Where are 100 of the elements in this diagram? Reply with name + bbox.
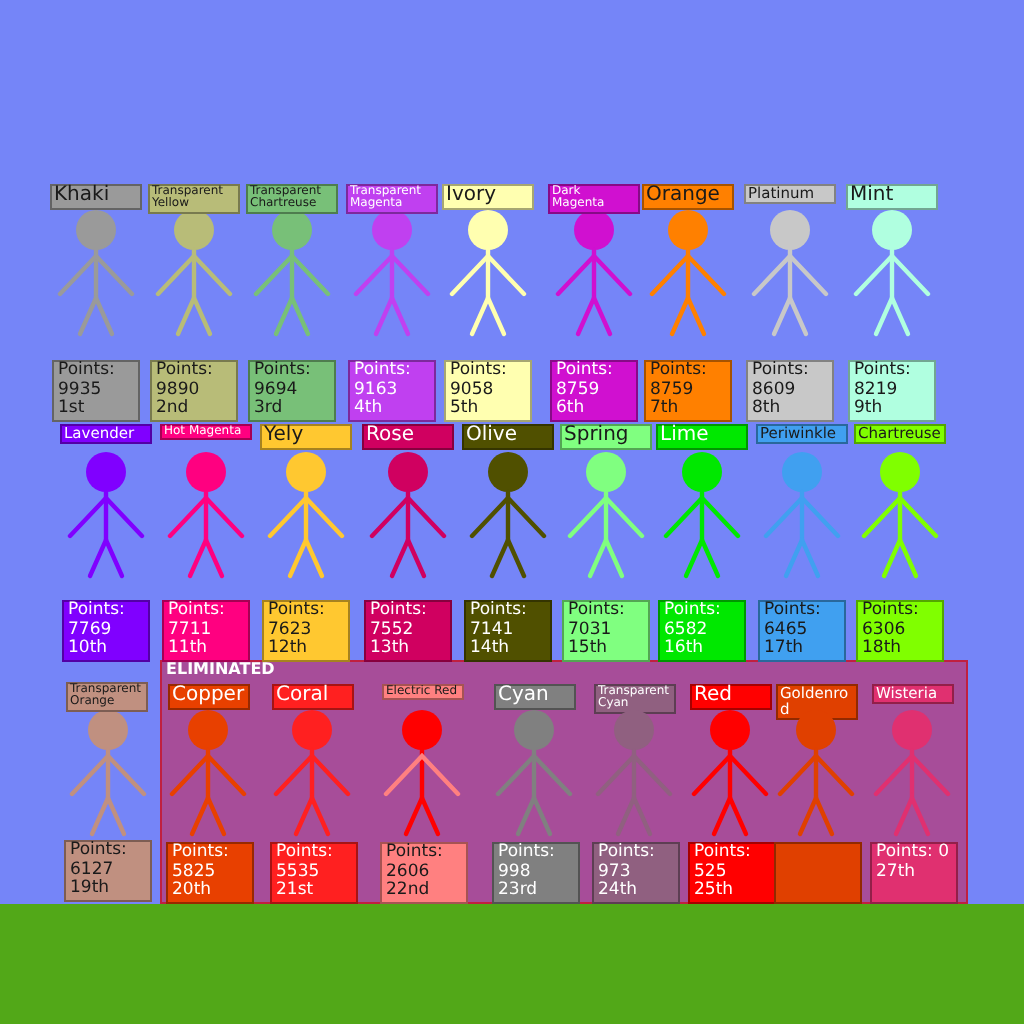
name-tag (160, 424, 252, 441)
name-tag (872, 684, 954, 704)
points-text: Points: (554, 362, 615, 381)
points-text: Points: (692, 844, 753, 863)
name-label: Copper (170, 686, 247, 707)
name-label: Olive (464, 426, 519, 447)
points-text: 8759 (554, 381, 602, 399)
points-box (658, 600, 746, 662)
name-label: Spring (562, 426, 631, 447)
points-box (492, 842, 580, 904)
points-text: 7552 (368, 621, 416, 639)
points-text: 973 (596, 863, 633, 881)
points-box (150, 360, 238, 422)
points-text: 8759 (648, 381, 696, 399)
points-text: Points: (566, 602, 627, 621)
points-text: Points: (352, 362, 413, 381)
points-text: 7711 (166, 621, 214, 639)
points-text: 18th (860, 640, 904, 659)
points-text: 19th (68, 880, 112, 899)
name-tag (690, 684, 772, 709)
points-text: 5535 (274, 863, 322, 881)
name-tag (60, 424, 152, 444)
points-box (644, 360, 732, 422)
points-text: 6582 (662, 621, 710, 639)
name-tag (776, 684, 858, 720)
points-box (166, 842, 254, 904)
name-tag (642, 184, 734, 209)
points-text: Points: (252, 362, 313, 381)
points-text: 9935 (56, 381, 104, 399)
points-text: 8609 (750, 381, 798, 399)
points-box (52, 360, 140, 422)
points-text: 27th (874, 863, 918, 882)
name-tag (560, 424, 652, 449)
name-label: Lime (658, 426, 711, 447)
points-text: 9694 (252, 381, 300, 399)
name-tag (462, 424, 554, 449)
status-label: ELIMINATED (166, 662, 275, 679)
points-box (270, 842, 358, 904)
points-box (62, 600, 150, 662)
name-tag (246, 184, 338, 214)
points-text: Points: (170, 844, 231, 863)
points-box (262, 600, 350, 662)
points-text: Points: (154, 362, 215, 381)
points-text: 6306 (860, 621, 908, 639)
points-text: Points: (860, 602, 921, 621)
points-text: Points: (68, 842, 129, 861)
points-text: 20th (170, 882, 214, 901)
points-text: 5825 (170, 863, 218, 881)
points-text: 2606 (384, 863, 432, 881)
points-box (380, 842, 468, 904)
name-tag (50, 184, 142, 209)
points-box (848, 360, 936, 422)
points-box (870, 842, 958, 904)
name-tag (656, 424, 748, 449)
name-tag (346, 184, 438, 214)
name-label: Red (692, 686, 734, 707)
points-box (688, 842, 776, 904)
points-text: Points: (266, 602, 327, 621)
points-text: 16th (662, 640, 706, 659)
points-box (248, 360, 336, 422)
points-box (444, 360, 532, 422)
points-box (364, 600, 452, 662)
name-label: Cyan (496, 686, 551, 707)
points-text: 7769 (66, 621, 114, 639)
points-text: 14th (468, 640, 512, 659)
points-text: 6465 (762, 621, 810, 639)
points-text: Points: 0 (874, 844, 952, 863)
points-box (162, 600, 250, 662)
points-text: 4th (352, 400, 385, 419)
points-text: 8219 (852, 381, 900, 399)
name-label: Mint (848, 186, 896, 207)
name-tag (846, 184, 938, 209)
points-text: 7141 (468, 621, 516, 639)
points-text: 22nd (384, 882, 432, 901)
points-text: 17th (762, 640, 806, 659)
points-text: 10th (66, 640, 110, 659)
points-text: Points: (448, 362, 509, 381)
points-text: Points: (648, 362, 709, 381)
points-text: 6127 (68, 861, 116, 879)
points-text: 15th (566, 640, 610, 659)
points-box (550, 360, 638, 422)
points-text: Points: (66, 602, 127, 621)
points-box (348, 360, 436, 422)
points-text: 11th (166, 640, 210, 659)
points-box (774, 842, 862, 904)
name-tag (382, 684, 464, 701)
name-label: Rose (364, 426, 416, 447)
points-text: 9163 (352, 381, 400, 399)
points-box (592, 842, 680, 904)
points-text: Points: (384, 844, 445, 863)
points-text: 24th (596, 882, 640, 901)
points-text: 23rd (496, 882, 540, 901)
points-text: Points: (762, 602, 823, 621)
points-text: 21st (274, 882, 316, 901)
points-text: Points: (852, 362, 913, 381)
points-box (758, 600, 846, 662)
points-text: 8th (750, 400, 783, 419)
points-text: Points: (56, 362, 117, 381)
points-box (856, 600, 944, 662)
points-text: 9th (852, 400, 885, 419)
